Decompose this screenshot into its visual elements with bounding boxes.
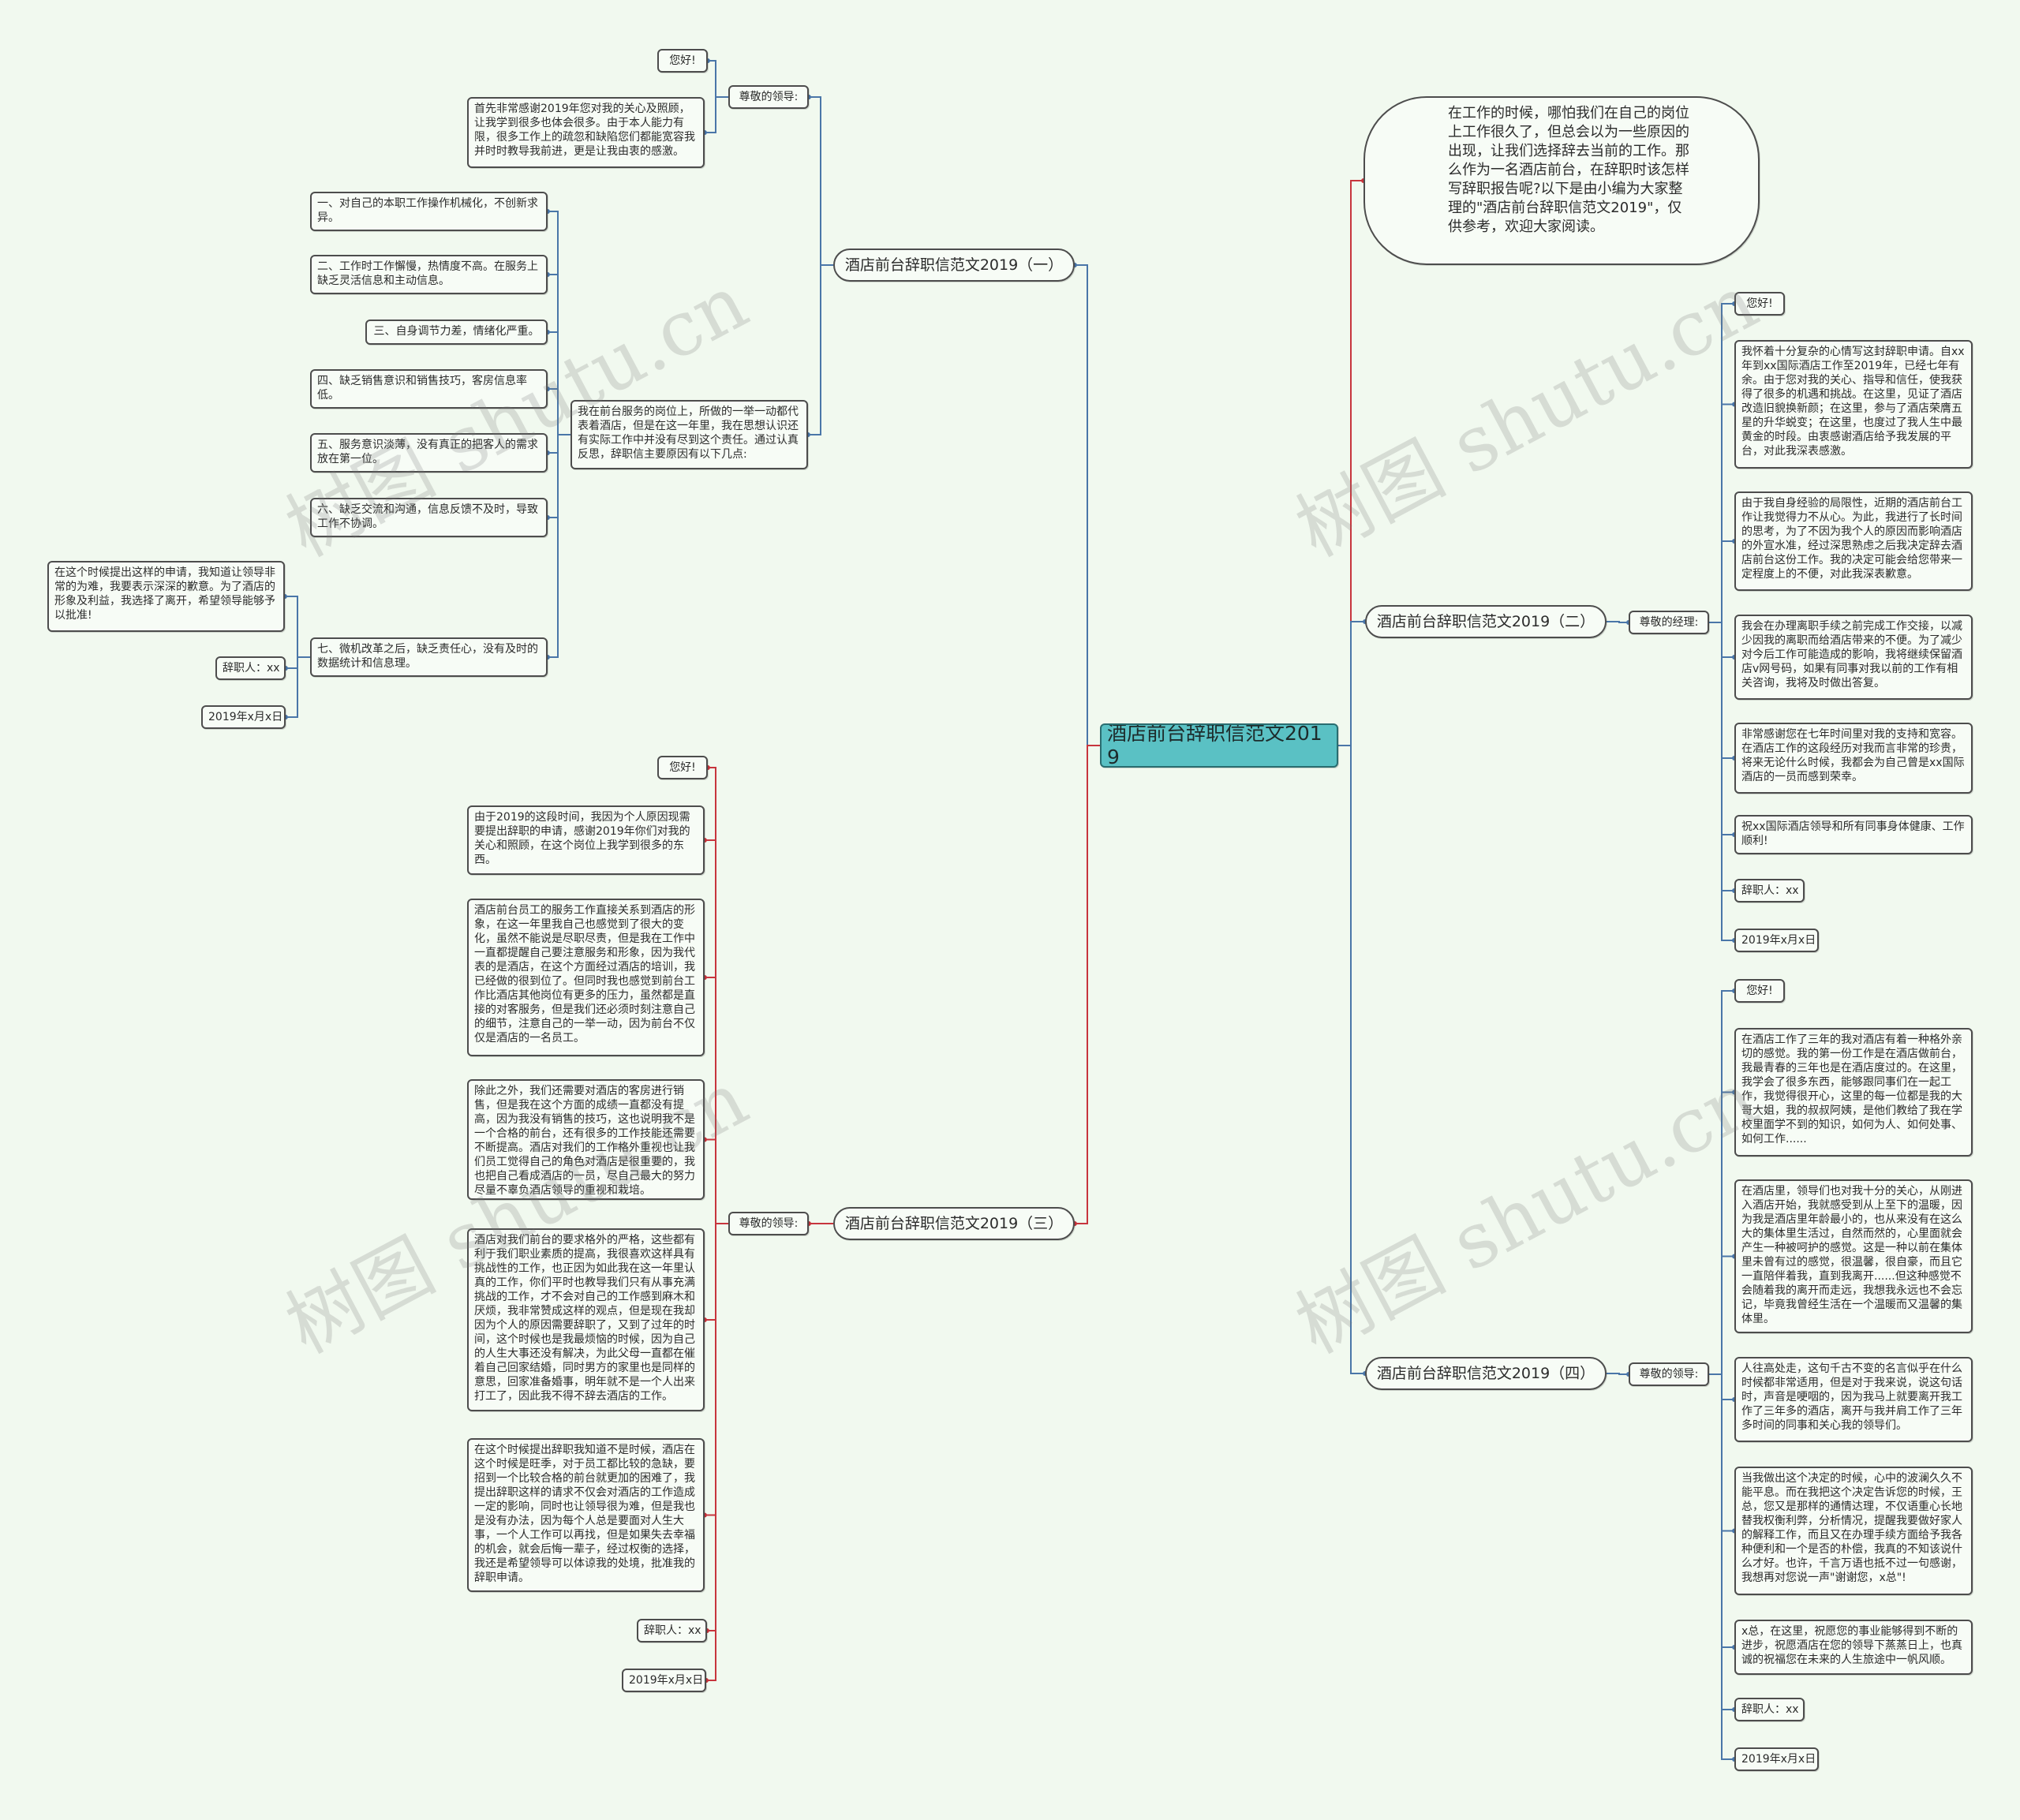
b4-para-1[interactable]: 在酒店工作了三年的我对酒店有着一种格外亲切的感觉。我的第一份工作是在酒店做前台，… bbox=[1734, 1028, 1973, 1157]
b1-link-0 bbox=[809, 96, 833, 266]
b1-sal-link-1 bbox=[705, 96, 728, 133]
b4-greeting[interactable]: 您好! bbox=[1734, 979, 1785, 1003]
b3-signer[interactable]: 辞职人：xx bbox=[637, 1619, 707, 1642]
b3-sal-link-0 bbox=[708, 767, 728, 1224]
b1-end-link-2 bbox=[286, 656, 310, 718]
b3-salutation[interactable]: 尊敬的领导: bbox=[728, 1212, 809, 1235]
b4-para-4[interactable]: 当我做出这个决定的时候，心中的波澜久久不能平息。而在我把这个决定告诉您的时候，王… bbox=[1734, 1467, 1973, 1595]
b1-rsn-link-1 bbox=[548, 274, 570, 435]
branch-3[interactable]: 酒店前台辞职信范文2019（三） bbox=[833, 1207, 1075, 1240]
root-b1-link-0 bbox=[1075, 264, 1100, 746]
b1-reason-6[interactable]: 六、缺乏交流和沟通，信息反馈不及时，导致工作不协调。 bbox=[310, 498, 548, 537]
b1-signer[interactable]: 辞职人：xx bbox=[215, 656, 286, 680]
b1-closing[interactable]: 在这个时候提出这样的申请，我知道让领导非常的为难，我要表示深深的歉意。为了酒店的… bbox=[47, 561, 285, 632]
branch-4[interactable]: 酒店前台辞职信范文2019（四） bbox=[1365, 1357, 1607, 1390]
b3-para-5[interactable]: 在这个时候提出辞职我知道不是时候，酒店在这个时候是旺季，对于员工都比较的急缺，要… bbox=[467, 1438, 705, 1592]
root-node[interactable]: 酒店前台辞职信范文2019 bbox=[1100, 723, 1338, 768]
b2-para-2[interactable]: 由于我自身经验的局限性，近期的酒店前台工作让我觉得力不从心。为此，我进行了长时间… bbox=[1734, 491, 1973, 591]
b1-reason-3[interactable]: 三、自身调节力差，情绪化严重。 bbox=[365, 320, 548, 345]
b2-para-3[interactable]: 我会在办理离职手续之前完成工作交接，以减少因我的离职而给酒店带来的不便。为了减少… bbox=[1734, 615, 1973, 700]
branch-2[interactable]: 酒店前台辞职信范文2019（二） bbox=[1365, 605, 1607, 638]
b4-para-5[interactable]: x总，在这里，祝愿您的事业能够得到不断的进步，祝愿酒店在您的领导下蒸蒸日上，也真… bbox=[1734, 1620, 1973, 1675]
b1-reason-2[interactable]: 二、工作时工作懈慢，热情度不高。在服务上缺乏灵活信息和主动信息。 bbox=[310, 255, 548, 294]
b4-signer[interactable]: 辞职人：xx bbox=[1734, 1698, 1805, 1721]
b2-greeting[interactable]: 您好! bbox=[1734, 292, 1785, 316]
b1-rsn-link-6 bbox=[548, 434, 570, 658]
b2-para-4[interactable]: 非常感谢您在七年时间里对我的支持和宽容。在酒店工作的这段经历对我而言非常的珍贵，… bbox=[1734, 723, 1973, 794]
b1-sal-link-0 bbox=[708, 60, 728, 98]
b4-para-2[interactable]: 在酒店里，领导们也对我十分的关心，从刚进入酒店开始，我就感受到从上至下的温暖，因… bbox=[1734, 1179, 1973, 1333]
b1-reason-4[interactable]: 四、缺乏销售意识和销售技巧，客房信息率低。 bbox=[310, 369, 548, 409]
b4-link-0 bbox=[1607, 1373, 1629, 1375]
b2-sal-link-2 bbox=[1709, 540, 1734, 623]
b4-salutation[interactable]: 尊敬的领导: bbox=[1629, 1362, 1709, 1386]
b3-date[interactable]: 2019年x月x日 bbox=[622, 1669, 706, 1692]
b3-sal-link-3 bbox=[705, 1138, 728, 1224]
b1-date[interactable]: 2019年x月x日 bbox=[201, 705, 286, 729]
b1-rsn-link-0 bbox=[548, 211, 570, 435]
b2-date[interactable]: 2019年x月x日 bbox=[1734, 929, 1819, 952]
b1-rsn-link-3 bbox=[548, 388, 570, 435]
root-b3-link-0 bbox=[1075, 745, 1100, 1224]
b1-reason-5[interactable]: 五、服务意识淡薄，没有真正的把客人的需求放在第一位。 bbox=[310, 433, 548, 473]
b1-greeting[interactable]: 您好! bbox=[657, 49, 708, 73]
b1-salutation[interactable]: 尊敬的领导: bbox=[728, 85, 809, 109]
b1-rsn-link-5 bbox=[548, 434, 570, 518]
b1-reason-7[interactable]: 七、微机改革之后，缺乏责任心，没有及时的数据统计和信息理。 bbox=[310, 637, 548, 677]
b1-reason-1[interactable]: 一、对自己的本职工作操作机械化，不创新求异。 bbox=[310, 192, 548, 231]
b2-salutation[interactable]: 尊敬的经理: bbox=[1629, 611, 1709, 634]
b3-para-2[interactable]: 酒店前台员工的服务工作直接关系到酒店的形象，在这一年里我自己也感觉到了很大的变化… bbox=[467, 899, 705, 1056]
b3-para-4[interactable]: 酒店对我们前台的要求格外的严格，这些都有利于我们职业素质的提高，我很喜欢这样具有… bbox=[467, 1228, 705, 1411]
root-right-link-1 bbox=[1338, 745, 1365, 1374]
b1-end-link-0 bbox=[285, 596, 310, 658]
b4-date[interactable]: 2019年x月x日 bbox=[1734, 1747, 1819, 1771]
b3-sal-link-7 bbox=[706, 1223, 728, 1681]
b3-para-1[interactable]: 由于2019的这段时间，我因为个人原因现需要提出辞职的申请，感谢2019年你们对… bbox=[467, 805, 705, 875]
b2-sal-link-7 bbox=[1709, 622, 1734, 941]
root-right-link-0 bbox=[1338, 621, 1365, 746]
b2-signer[interactable]: 辞职人：xx bbox=[1734, 879, 1805, 903]
b3-para-3[interactable]: 除此之外，我们还需要对酒店的客房进行销售，但是我在这个方面的成绩一直都没有提高，… bbox=[467, 1079, 705, 1200]
b4-sal-link-2 bbox=[1709, 1255, 1734, 1375]
branch-1[interactable]: 酒店前台辞职信范文2019（一） bbox=[833, 249, 1075, 282]
b3-greeting[interactable]: 您好! bbox=[657, 756, 708, 779]
intro-node[interactable]: 在工作的时候，哪怕我们在自己的岗位上工作很久了，但总会以为一些原因的出现，让我们… bbox=[1364, 96, 1760, 265]
b2-para-5[interactable]: 祝xx国际酒店领导和所有同事身体健康、工作顺利! bbox=[1734, 815, 1973, 854]
b1-thanks[interactable]: 首先非常感谢2019年您对我的关心及照顾，让我学到很多也体会很多。由于本人能力有… bbox=[467, 97, 705, 168]
b3-sal-link-6 bbox=[707, 1223, 728, 1631]
b2-para-1[interactable]: 我怀着十分复杂的心情写这封辞职申请。自xx年到xx国际酒店工作至2019年，已经… bbox=[1734, 340, 1973, 469]
b1-rsn-link-2 bbox=[548, 331, 570, 435]
b1-link-1 bbox=[808, 264, 833, 435]
b4-para-3[interactable]: 人往高处走，这句千古不变的名言似乎在什么时候都非常适用，但是对于我来说，说这句话… bbox=[1734, 1357, 1973, 1442]
b4-sal-link-7 bbox=[1709, 1373, 1734, 1760]
b1-reasons-intro[interactable]: 我在前台服务的岗位上，所做的一举一动都代表着酒店，但是在这一年里，我在思想认识还… bbox=[570, 400, 808, 469]
b1-rsn-link-4 bbox=[548, 434, 570, 454]
